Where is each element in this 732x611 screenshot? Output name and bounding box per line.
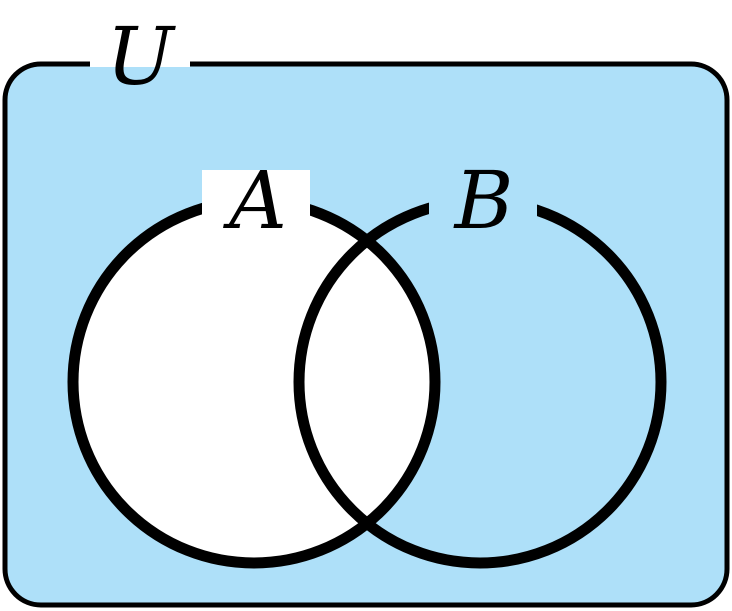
set-b-label-gap xyxy=(429,170,537,226)
set-a-label-gap xyxy=(202,170,310,226)
set-a-label: A xyxy=(222,154,287,247)
universe-fill-patch xyxy=(90,67,190,79)
universe-label: U xyxy=(106,10,176,103)
set-b-label: B xyxy=(453,154,514,247)
set-a-region xyxy=(73,201,435,563)
